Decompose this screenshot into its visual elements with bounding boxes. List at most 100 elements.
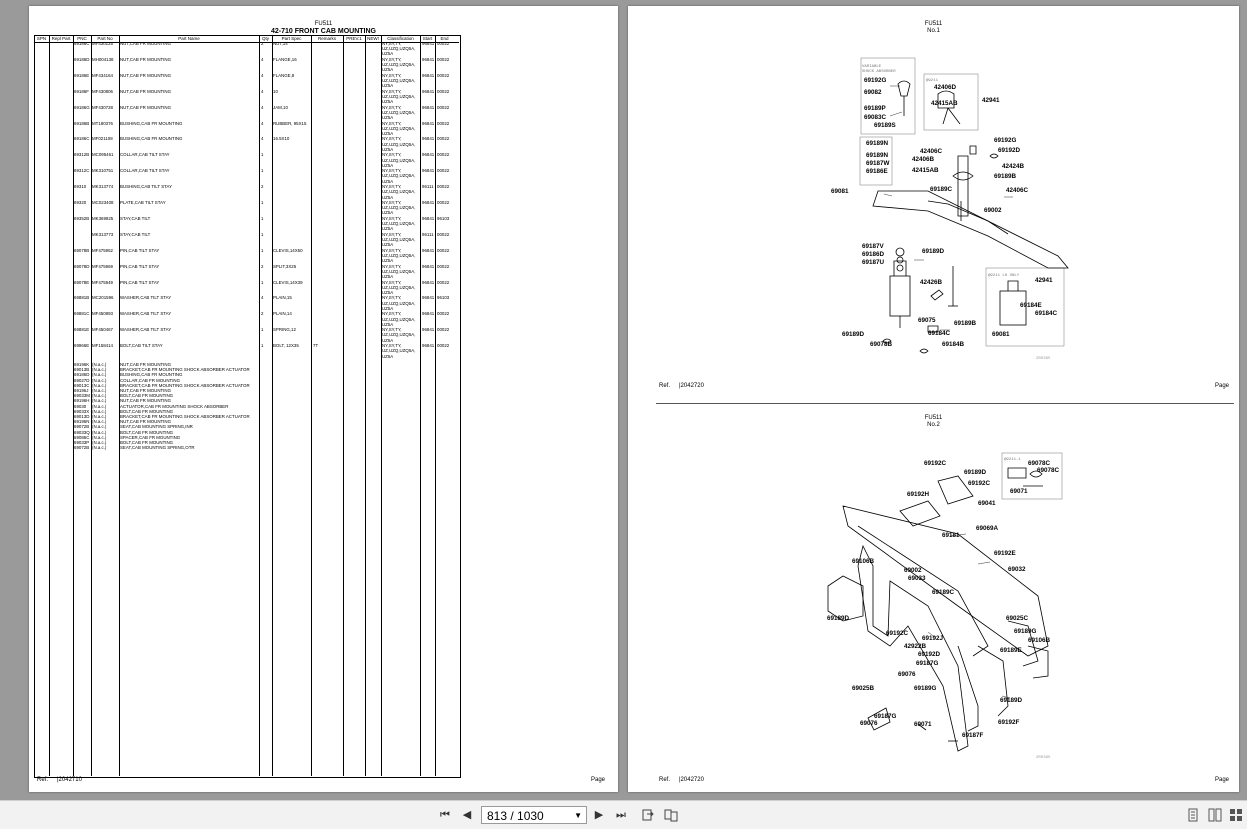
part-number: MK310751 — [92, 168, 114, 174]
part-name: PIN,CAB TILT STAY — [120, 279, 160, 285]
nac-part-number: (N.a.c.) — [92, 403, 107, 409]
quantity: 2 — [261, 263, 264, 269]
classification: NY,SY,TY,UZ,UZQ,UZQ5A,UZ5A — [382, 215, 416, 232]
diag1-callout: 42406D — [934, 84, 957, 91]
diag1-callout: 42941 — [1035, 277, 1053, 284]
page-number-value: 813 / 1030 — [487, 809, 544, 823]
part-number: MF450893 — [92, 311, 113, 317]
end-date: 00022 — [437, 104, 450, 110]
part-spec: CLEVIS,14X39 — [273, 279, 303, 285]
quantity: 2 — [261, 311, 264, 317]
diag1-callout: 69081 — [831, 188, 849, 195]
nac-part-name: BOLT,CAB FR MOUNTING — [120, 393, 174, 399]
page-divider — [656, 403, 1234, 404]
pnc: 69320 — [74, 200, 87, 205]
classification: NY,SY,TY,UZ,UZQ,UZQ5A,UZ5A — [382, 168, 416, 184]
part-number: MK369925 — [92, 215, 114, 221]
diag2-callout: 69076 — [898, 671, 916, 678]
remarks: 7T — [313, 343, 319, 349]
diag2-ref: |2042720 — [679, 777, 704, 783]
nac-part-name: ACTUATOR,CAB FR MOUNTING SHOCK ABSORBER — [120, 403, 229, 409]
nac-part-number: (N.a.c.) — [92, 398, 107, 404]
diag1-callout: 69184C — [1035, 310, 1058, 317]
pnc: 69078B — [74, 247, 90, 253]
nac-pnc: 69013B — [74, 367, 90, 373]
diag1-ref-label: Ref. — [659, 383, 671, 389]
page-number-select[interactable]: 813 / 1030 ▼ — [481, 806, 587, 824]
prev-page-button[interactable]: ◀ — [462, 809, 472, 821]
diag1-callout: 69078B — [870, 341, 893, 348]
diag1-callout: 69189N — [866, 140, 889, 147]
two-page-icon[interactable] — [664, 808, 678, 822]
diag1-callout: 69002 — [984, 207, 1002, 214]
viewer-toolbar: ⏮ ◀ 813 / 1030 ▼ ▶ ⏭ — [0, 800, 1247, 829]
part-spec: CLEVIS,14X50 — [273, 247, 303, 253]
pnc: 69186B — [74, 120, 90, 126]
diag2-callout: 69106B — [852, 558, 875, 565]
end-date: 00022 — [437, 200, 450, 205]
diag1-callout: 42426B — [920, 279, 943, 286]
fit-page-icon[interactable] — [641, 808, 655, 822]
pnc: 69352B — [74, 215, 90, 221]
diag1-callout: 69083C — [864, 114, 887, 121]
diag2-callout: 69076 — [860, 720, 878, 727]
start-date: 96841 — [422, 88, 435, 94]
diag1-callout: 69184E — [1020, 302, 1042, 309]
quantity: 1 — [261, 247, 264, 253]
diag1-callout: 69184C — [928, 330, 951, 337]
continuous-view-icon[interactable] — [1208, 808, 1222, 822]
diag2-callout: 69025B — [852, 685, 875, 692]
end-date: 00022 — [437, 343, 450, 349]
single-page-view-icon[interactable] — [1186, 808, 1200, 822]
start-date: 96841 — [422, 263, 435, 269]
first-page-button[interactable]: ⏮ — [440, 809, 450, 821]
pnc: 69312C — [74, 168, 90, 174]
next-page-button[interactable]: ▶ — [594, 809, 604, 821]
start-date: 96841 — [422, 215, 435, 221]
quantity: 1 — [261, 215, 264, 221]
diag2-callout: 69071 — [1010, 488, 1028, 495]
nac-part-number: (N.a.c.) — [92, 414, 107, 419]
part-spec: SPRING,12 — [273, 327, 296, 333]
part-name: WASHER,CAB TILT STAY — [120, 295, 172, 301]
diag1-callout: 42415AB — [912, 167, 939, 174]
part-spec: 16.5X10 — [273, 136, 290, 142]
end-date: 00022 — [437, 247, 450, 253]
pnc: 69881E — [74, 327, 90, 333]
last-page-button[interactable]: ⏭ — [616, 809, 626, 821]
chevron-down-icon: ▼ — [574, 811, 582, 820]
quantity: 2 — [261, 41, 264, 46]
nac-part-name: SPACER,CAB FR MOUNTING — [120, 434, 181, 440]
diag2-callout: 69025C — [1006, 615, 1029, 622]
end-date: 00022 — [437, 72, 450, 78]
nac-part-name: BOLT,CAB FR MOUNTING — [120, 440, 174, 445]
nac-part-name: COLLAR,CAB FR MOUNTING — [120, 377, 181, 383]
start-date: 96841 — [422, 279, 435, 285]
start-date: 96841 — [422, 120, 435, 126]
diag1-callout: 69187V — [862, 243, 885, 250]
quantity: 1 — [261, 279, 264, 285]
part-spec: SPLIT,3X25 — [273, 263, 297, 269]
part-spec: JAM,10 — [273, 104, 288, 110]
diag2-callout: 69106B — [1028, 637, 1051, 644]
start-date: 96841 — [422, 168, 435, 174]
grid-view-icon[interactable] — [1229, 808, 1243, 822]
column-divider — [311, 35, 312, 776]
column-divider — [420, 35, 421, 776]
part-spec: FLANGE,16 — [273, 56, 297, 62]
diagram-tag: ZR0395 — [1036, 357, 1051, 361]
quantity: 1 — [261, 152, 264, 158]
start-date: 96841 — [422, 56, 435, 62]
nac-part-number: (N.a.c.) — [92, 419, 107, 425]
part-name: NUT,CAB FR MOUNTING — [120, 88, 171, 94]
quantity: 1 — [261, 200, 264, 205]
nac-pnc: 69196K — [74, 362, 90, 367]
start-date: 96841 — [422, 104, 435, 110]
nac-pnc: 69072B — [74, 445, 90, 451]
column-divider — [49, 35, 50, 776]
section-title: 42-710 FRONT CAB MOUNTING — [270, 28, 376, 35]
part-spec: 10 — [273, 88, 278, 94]
diag2-callout: 69187G — [874, 713, 897, 720]
classification: NY,SY,TY,UZ,UZQ,UZQ5A,UZ5A — [382, 247, 416, 264]
diag2-callout: 69189G — [1014, 628, 1037, 635]
